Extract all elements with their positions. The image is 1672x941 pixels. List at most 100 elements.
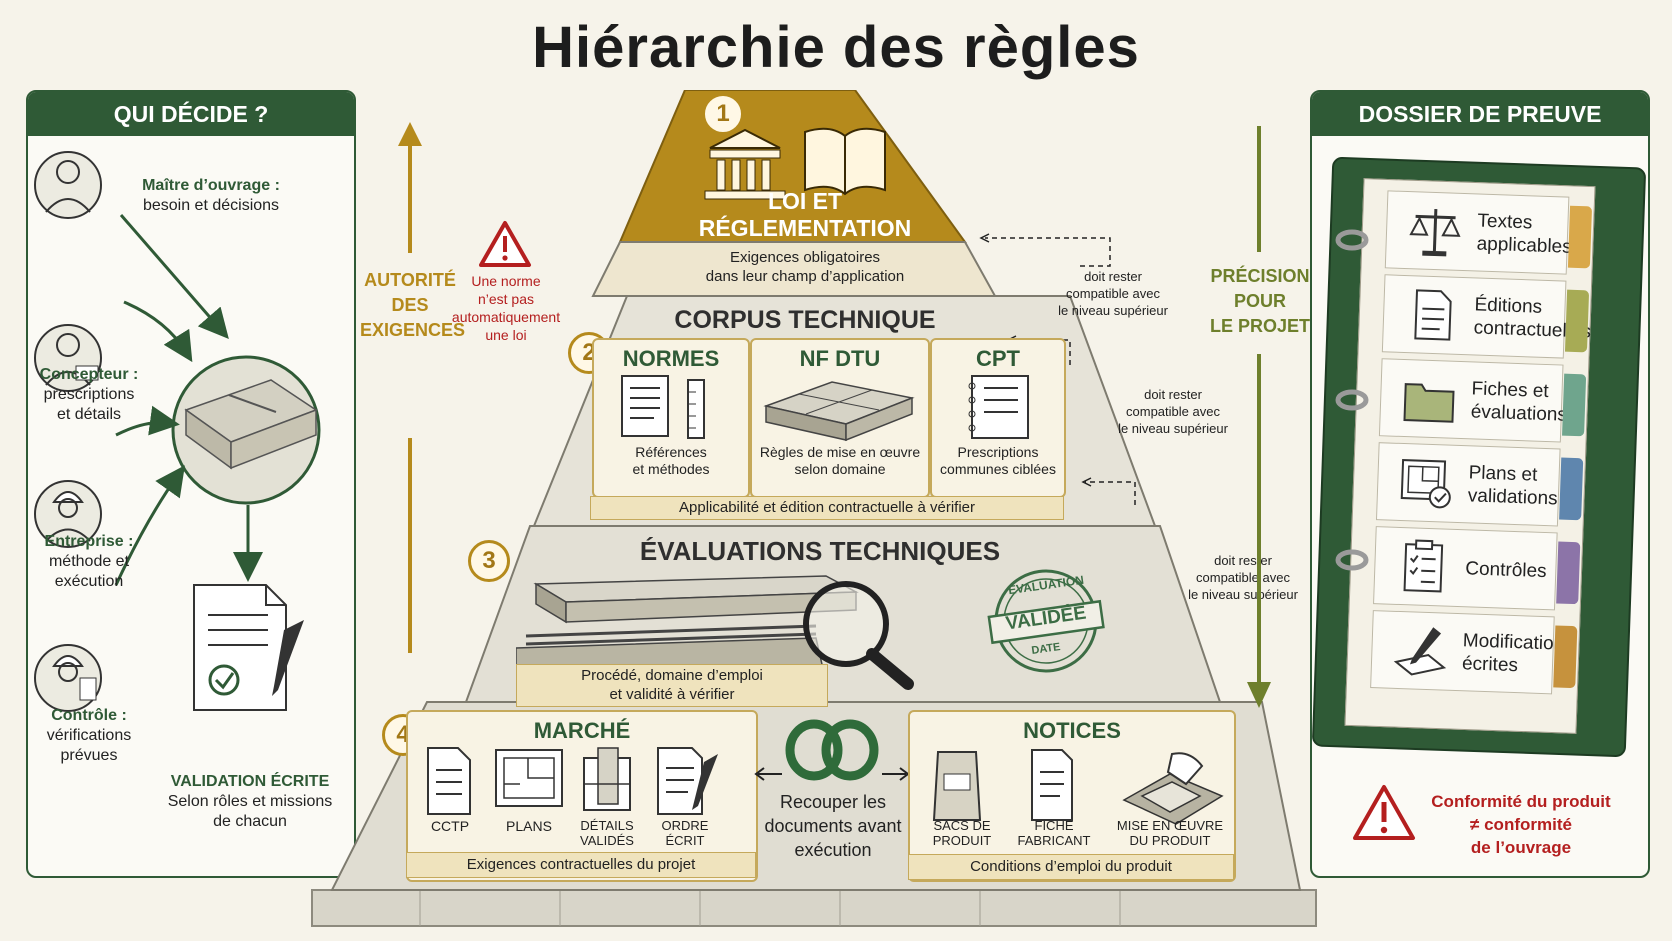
- contract-documents-icons: [427, 747, 718, 815]
- inspector-desc-1: vérifications: [46, 727, 132, 744]
- cross-check-line-2: documents avant: [764, 816, 902, 836]
- compat-note-3-line-3: le niveau supérieur: [1188, 587, 1298, 602]
- compat-note-2: doit rester compatible avec le niveau su…: [1108, 386, 1238, 437]
- tab-4-color: [1559, 457, 1584, 521]
- inspector-avatar: [34, 644, 102, 712]
- notebook-icon: [968, 375, 1029, 439]
- contract-title: MARCHÉ: [533, 718, 631, 743]
- compat-note-1-line-2: compatible avec: [1066, 286, 1160, 301]
- validation-label: VALIDATION ÉCRITE Selon rôles et mission…: [160, 772, 340, 832]
- courthouse-icon: [704, 128, 786, 200]
- normes-card: NORMES Références et méthodes: [592, 338, 750, 498]
- level-2-strip: Applicabilité et édition contractuelle à…: [590, 496, 1064, 520]
- precision-axis-arrow: [1247, 126, 1271, 708]
- inspector-desc-2: prévues: [60, 747, 118, 764]
- owner-avatar: [34, 151, 102, 219]
- level-1-desc-line-2: dans leur champ d’application: [705, 268, 905, 285]
- compat-note-3: doit rester compatible avec le niveau su…: [1178, 552, 1308, 603]
- cross-check-line-3: exécution: [794, 840, 872, 860]
- owner-desc: besoin et décisions: [142, 197, 280, 214]
- precision-line-2: POUR: [1233, 291, 1286, 311]
- sheet-label-1: FICHE: [1034, 818, 1074, 833]
- bag-label: SACS DE PRODUIT: [920, 818, 1004, 848]
- inspector-arrow: [114, 465, 185, 586]
- tab-controls[interactable]: Contrôles: [1373, 526, 1581, 611]
- contractor-desc-1: méthode et: [48, 553, 130, 570]
- order-label-2: ÉCRIT: [665, 833, 705, 848]
- product-installation-icon: [1122, 752, 1224, 825]
- validated-evaluation-stamp: [987, 569, 1105, 673]
- who-decides-heading: QUI DÉCIDE ?: [28, 92, 354, 136]
- order-label: ORDRE ÉCRIT: [652, 818, 718, 848]
- norm-note-line-1: Une norme: [471, 273, 541, 289]
- owner-label: Maître d’ouvrage : besoin et décisions: [136, 176, 286, 216]
- installation-label-1: MISE EN ŒUVRE: [1116, 818, 1224, 833]
- contract-strip: Exigences contractuelles du projet: [406, 852, 756, 878]
- designer-desc-2: et détails: [56, 406, 122, 423]
- bag-label-1: SACS DE: [933, 818, 991, 833]
- authority-line-1: AUTORITÉ: [364, 270, 456, 290]
- cross-check-label: Recouper les documents avant exécution: [758, 790, 908, 862]
- cpt-desc-2: communes ciblées: [940, 461, 1056, 477]
- sheet-label: FICHE FABRICANT: [1012, 818, 1096, 848]
- page-title: Hiérarchie des règles: [532, 15, 1140, 80]
- tab-5-color: [1556, 541, 1581, 605]
- level-3-strip: Procédé, domaine d’emploi et validité à …: [516, 664, 828, 707]
- level-2-title: CORPUS TECHNIQUE: [674, 306, 936, 334]
- tab-4-line-2: validations: [1467, 485, 1558, 510]
- nf-dtu-card: NF DTU Règles de mise en œuvre selon dom…: [750, 338, 930, 498]
- contractor-arrow: [115, 405, 180, 437]
- checklist-icon: [1403, 539, 1444, 593]
- norm-not-law-note: Une norme n’est pas automatiquement une …: [450, 272, 562, 344]
- cctp-label: CCTP: [430, 818, 470, 834]
- sheet-label-2: FABRICANT: [1017, 833, 1091, 848]
- level-1-title: LOI ET RÉGLEMENTATION: [620, 188, 990, 242]
- details-label-2: VALIDÉS: [580, 833, 634, 848]
- contractor-avatar: [34, 480, 102, 548]
- nf-dtu-desc-1: Règles de mise en œuvre: [759, 444, 921, 460]
- bag-label-2: PRODUIT: [932, 833, 992, 848]
- compat-note-1-line-3: le niveau supérieur: [1058, 303, 1168, 318]
- tab-2-color: [1564, 289, 1590, 353]
- norm-note-line-2: n’est pas: [477, 291, 535, 307]
- precision-line-1: PRÉCISION: [1210, 266, 1310, 286]
- cpt-desc-1: Prescriptions: [957, 444, 1039, 460]
- designer-arrow: [123, 300, 193, 363]
- plans-label: PLANS: [506, 818, 552, 834]
- precision-line-3: LE PROJET: [1209, 316, 1311, 336]
- designer-label: Concepteur : prescriptions et détails: [26, 365, 152, 425]
- tab-1-line-2: applicables: [1476, 233, 1573, 258]
- normes-title: NORMES: [622, 346, 720, 371]
- order-label-1: ORDRE: [661, 818, 709, 833]
- document-icon: [1414, 289, 1452, 341]
- details-label-1: DÉTAILS: [580, 818, 634, 833]
- contractor-label: Entreprise : méthode et exécution: [26, 532, 152, 592]
- authority-axis-arrow: [398, 122, 422, 653]
- inspector-label: Contrôle : vérifications prévues: [26, 706, 152, 766]
- cpt-card: CPT Prescriptions communes ciblées: [930, 338, 1066, 498]
- nf-dtu-title: NF DTU: [799, 346, 881, 371]
- tab-1-line-1: Textes: [1477, 210, 1533, 234]
- level-3-title: ÉVALUATIONS TECHNIQUES: [639, 536, 1001, 566]
- compat-note-3-line-1: doit rester: [1214, 553, 1272, 568]
- scales-icon: [1409, 208, 1461, 257]
- authority-axis-label: AUTORITÉ DES EXIGENCES: [360, 268, 465, 343]
- plan-check-icon: [1400, 458, 1451, 509]
- signed-document-icon: [193, 584, 304, 711]
- installation-label-2: DU PRODUIT: [1129, 833, 1211, 848]
- cpt-desc: Prescriptions communes ciblées: [932, 444, 1064, 478]
- tab-3-line-2: évaluations: [1470, 401, 1568, 426]
- norm-note-line-3: automatiquement: [451, 309, 561, 325]
- compat-note-1: doit rester compatible avec le niveau su…: [1048, 268, 1178, 319]
- tab-1-color: [1567, 205, 1593, 269]
- cpt-title: CPT: [976, 346, 1020, 371]
- compat-note-2-line-1: doit rester: [1144, 387, 1202, 402]
- level-3-strip-line-2: et validité à vérifier: [609, 686, 735, 703]
- level-3-strip-line-1: Procédé, domaine d’emploi: [581, 667, 763, 684]
